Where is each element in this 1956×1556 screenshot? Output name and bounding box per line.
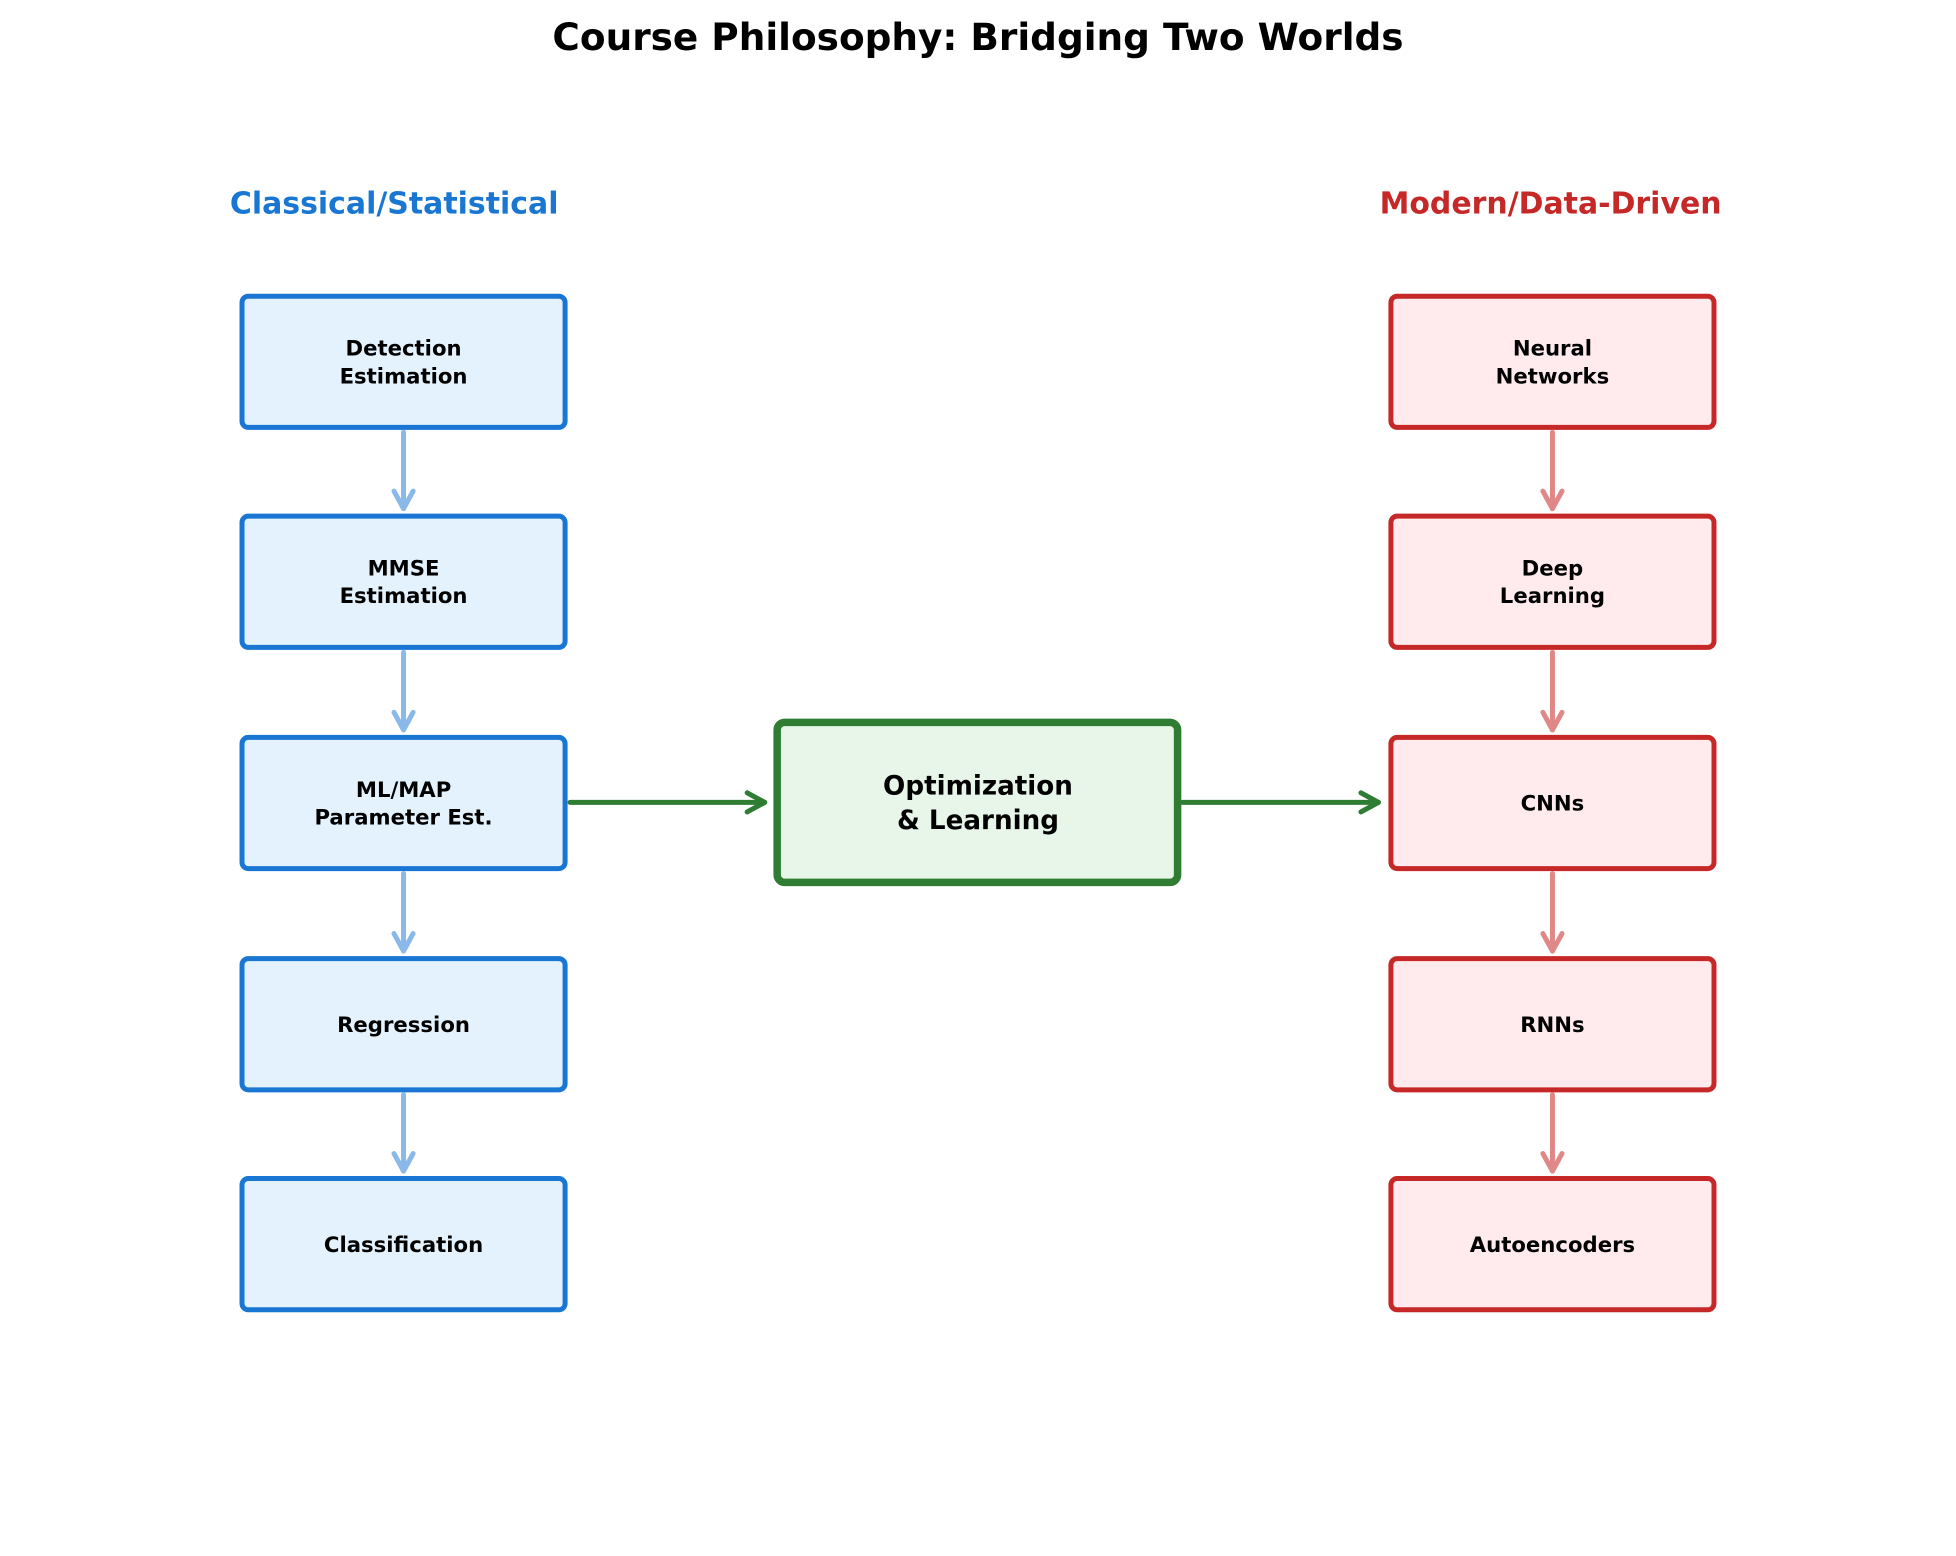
- modern-flow-arrow-head: [1540, 709, 1565, 733]
- classical-flow-arrow-head: [391, 931, 416, 954]
- classical-box-label: MMSE: [368, 557, 440, 582]
- modern-box-label: Neural: [1513, 337, 1592, 362]
- diagram-title: Course Philosophy: Bridging Two Worlds: [552, 15, 1403, 59]
- center-box: [773, 718, 1182, 887]
- center-to-modern-arrow-head: [1358, 790, 1381, 815]
- classical-to-center-arrow-head: [744, 790, 768, 815]
- modern-box-label: Learning: [1500, 584, 1605, 609]
- classical-box-label: Estimation: [340, 364, 468, 389]
- modern-box-label: RNNs: [1520, 1013, 1584, 1038]
- modern-box-label: Networks: [1496, 364, 1610, 389]
- center-box-label: & Learning: [897, 806, 1059, 836]
- classical-box-label: Estimation: [340, 584, 468, 609]
- classical-box-label: ML/MAP: [356, 778, 451, 803]
- modern-box-4: [1388, 1176, 1717, 1313]
- modern-heading: Modern/Data-Driven: [1380, 187, 1722, 222]
- modern-flow-arrow-head: [1540, 1151, 1565, 1174]
- modern-box-1: [1388, 513, 1717, 650]
- classical-box-2: [239, 734, 568, 872]
- modern-flow-arrow-head: [1540, 488, 1565, 512]
- modern-box-label: Autoencoders: [1470, 1233, 1635, 1258]
- modern-box-3: [1388, 956, 1717, 1093]
- classical-heading: Classical/Statistical: [230, 187, 559, 222]
- modern-box-label: CNNs: [1521, 792, 1585, 817]
- classical-box-label: Parameter Est.: [314, 805, 492, 830]
- classical-box-label: Classification: [324, 1233, 483, 1258]
- classical-box-0: [239, 293, 568, 430]
- modern-box-label: Deep: [1522, 557, 1584, 582]
- center-box-label: Optimization: [883, 772, 1073, 802]
- modern-box-2: [1388, 734, 1717, 872]
- classical-flow-arrow-head: [391, 709, 416, 733]
- classical-flow-arrow-head: [391, 1151, 416, 1174]
- classical-box-3: [239, 956, 568, 1093]
- classical-flow-arrow-head: [391, 488, 416, 512]
- modern-box-0: [1388, 293, 1717, 430]
- classical-box-label: Detection: [345, 337, 461, 362]
- modern-flow-arrow-head: [1540, 931, 1565, 954]
- classical-box-label: Regression: [337, 1013, 470, 1038]
- classical-box-1: [239, 513, 568, 650]
- classical-box-4: [239, 1176, 568, 1313]
